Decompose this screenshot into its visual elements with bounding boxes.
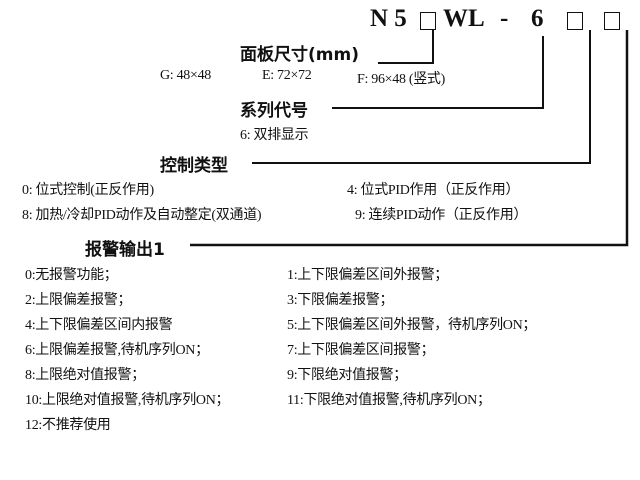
- alarm-option: 10:上限绝对值报警,待机序列ON；: [25, 393, 230, 408]
- model-dash: -: [500, 5, 509, 32]
- series-option: 6: 双排显示: [240, 128, 309, 143]
- control-type-title: 控制类型: [160, 156, 228, 176]
- alarm-option: 5:上下限偏差区间外报警，待机序列ON；: [287, 318, 537, 333]
- control-option: 8: 加热/冷却PID动作及自动整定(双通道): [22, 208, 262, 223]
- panel-option: G: 48×48: [160, 68, 211, 83]
- panel-size-title: 面板尺寸(mm): [240, 45, 359, 65]
- series-title: 系列代号: [240, 101, 308, 121]
- control-option: 0: 位式控制(正反作用): [22, 183, 154, 198]
- alarm-option: 9:下限绝对值报警；: [287, 368, 407, 383]
- alarm-option: 2:上限偏差报警；: [25, 293, 132, 308]
- alarm-option: 12:不推荐使用: [25, 418, 111, 433]
- model-series: 6: [531, 5, 544, 32]
- alarm-output-box: [604, 12, 620, 30]
- control-option: 9: 连续PID动作（正反作用）: [355, 208, 528, 223]
- alarm-option: 7:上下限偏差区间报警；: [287, 343, 435, 358]
- alarm-option: 8:上限绝对值报警；: [25, 368, 145, 383]
- panel-size-box: [420, 12, 436, 30]
- model-mid: WL: [443, 5, 485, 32]
- alarm-output-title: 报警输出1: [85, 240, 165, 260]
- model-prefix: N 5: [370, 5, 407, 32]
- alarm-option: 6:上限偏差报警,待机序列ON；: [25, 343, 209, 358]
- alarm-option: 1:上下限偏差区间外报警；: [287, 268, 448, 283]
- control-option: 4: 位式PID作用（正反作用）: [347, 183, 520, 198]
- alarm-option: 0:无报警功能；: [25, 268, 118, 283]
- panel-option: F: 96×48 (竖式): [357, 72, 445, 87]
- control-type-box: [567, 12, 583, 30]
- panel-option: E: 72×72: [262, 68, 312, 83]
- alarm-option: 3:下限偏差报警；: [287, 293, 394, 308]
- alarm-option: 4:上下限偏差区间内报警: [25, 318, 173, 333]
- alarm-option: 11:下限绝对值报警,待机序列ON；: [287, 393, 491, 408]
